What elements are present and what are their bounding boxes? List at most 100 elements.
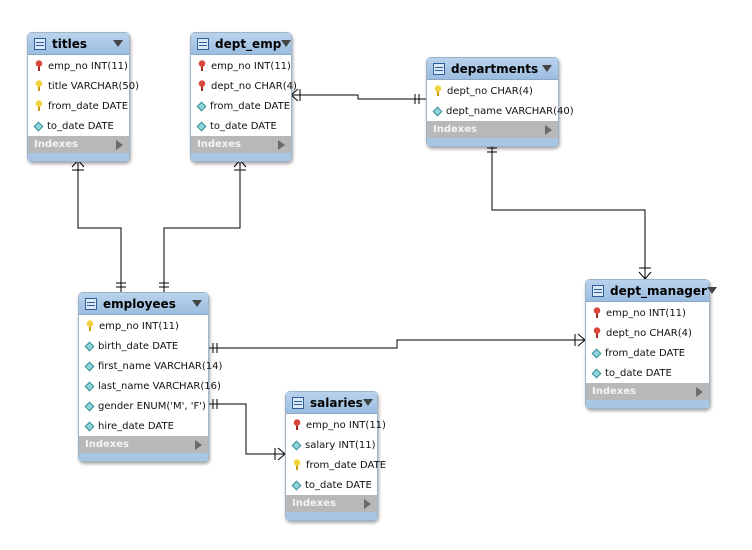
expand-arrow-icon[interactable] — [545, 124, 552, 135]
column-row[interactable]: emp_no INT(11) — [79, 316, 208, 336]
foreign-key-icon — [197, 60, 207, 72]
indexes-bar[interactable]: Indexes — [191, 136, 291, 153]
column-row[interactable]: from_date DATE — [286, 455, 386, 475]
rel-departments-deptmanager-one-mark — [487, 147, 497, 153]
column-diamond-icon — [196, 101, 207, 111]
column-diamond-icon — [196, 121, 207, 131]
column-row[interactable]: from_date DATE — [28, 96, 129, 116]
rel-departments-deptmanager — [491, 143, 646, 279]
column-row[interactable]: to_date DATE — [191, 116, 291, 136]
column-row[interactable]: birth_date DATE — [79, 336, 208, 356]
table-header[interactable]: dept_emp — [191, 33, 292, 55]
table-employees[interactable]: employees emp_no INT(11) birth_date DATE f… — [78, 292, 222, 462]
table-icon — [433, 62, 445, 75]
table-icon — [197, 37, 209, 50]
column-label: hire_date DATE — [98, 420, 174, 432]
table-departments[interactable]: departments dept_no CHAR(4)dept_name VAR… — [426, 57, 574, 147]
collapse-arrow-icon[interactable] — [542, 65, 552, 72]
column-list: emp_no INT(11) title VARCHAR(50) from_date… — [28, 55, 139, 136]
column-row[interactable]: emp_no INT(11) — [286, 415, 386, 435]
table-salaries[interactable]: salaries emp_no INT(11) salary INT(11) fro… — [285, 391, 386, 521]
expand-arrow-icon[interactable] — [195, 439, 202, 450]
column-label: from_date DATE — [605, 347, 686, 359]
column-row[interactable]: gender ENUM('M', 'F') — [79, 396, 208, 416]
table-name: employees — [103, 296, 176, 311]
table-header[interactable]: dept_manager — [586, 280, 717, 302]
collapse-arrow-icon[interactable] — [192, 300, 202, 307]
column-row[interactable]: dept_no CHAR(4) — [191, 76, 297, 96]
column-row[interactable]: emp_no INT(11) — [28, 56, 129, 76]
column-label: from_date DATE — [210, 100, 291, 112]
primary-key-icon — [85, 320, 95, 332]
column-list: dept_no CHAR(4)dept_name VARCHAR(40) — [427, 80, 574, 121]
table-dept-emp[interactable]: dept_emp emp_no INT(11) dept_no CHAR(4) fr… — [190, 32, 297, 162]
column-label: emp_no INT(11) — [99, 320, 179, 332]
rel-departments-deptemp — [290, 94, 426, 100]
table-header[interactable]: employees — [79, 293, 208, 315]
collapse-arrow-icon[interactable] — [113, 40, 123, 47]
expand-arrow-icon[interactable] — [278, 139, 285, 150]
indexes-bar[interactable]: Indexes — [28, 136, 129, 153]
column-label: birth_date DATE — [98, 340, 179, 352]
column-label: title VARCHAR(50) — [48, 80, 140, 92]
indexes-bar[interactable]: Indexes — [79, 436, 208, 453]
table-dept-manager[interactable]: dept_manager emp_no INT(11) dept_no CHAR(… — [585, 279, 717, 409]
table-name: dept_emp — [215, 36, 282, 51]
column-label: emp_no INT(11) — [211, 60, 291, 72]
column-row[interactable]: to_date DATE — [28, 116, 129, 136]
column-diamond-icon — [291, 440, 302, 450]
table-icon — [592, 284, 604, 297]
rel-departments-deptemp-one-mark — [414, 94, 420, 104]
indexes-label: Indexes — [85, 439, 129, 450]
expand-arrow-icon[interactable] — [116, 139, 123, 150]
column-row[interactable]: from_date DATE — [191, 96, 291, 116]
rel-employees-deptemp — [163, 160, 241, 292]
column-diamond-icon — [291, 480, 302, 490]
column-row[interactable]: title VARCHAR(50) — [28, 76, 139, 96]
rel-employees-titles — [77, 160, 122, 292]
table-header[interactable]: salaries — [286, 392, 377, 414]
column-label: emp_no INT(11) — [606, 307, 686, 319]
column-diamond-icon — [84, 381, 95, 391]
table-name: salaries — [310, 395, 363, 410]
column-row[interactable]: emp_no INT(11) — [191, 56, 291, 76]
foreign-key-icon — [34, 60, 44, 72]
table-header[interactable]: titles — [28, 33, 129, 55]
column-row[interactable]: salary INT(11) — [286, 435, 377, 455]
indexes-bar[interactable]: Indexes — [427, 121, 558, 138]
column-row[interactable]: from_date DATE — [586, 343, 709, 363]
collapse-arrow-icon[interactable] — [362, 399, 373, 406]
table-icon — [85, 297, 97, 310]
column-row[interactable]: dept_no CHAR(4) — [427, 81, 558, 101]
rel-employees-deptmanager-one-mark — [212, 343, 218, 353]
foreign-key-icon — [197, 80, 207, 92]
primary-key-icon — [433, 85, 443, 97]
table-header[interactable]: departments — [427, 58, 558, 80]
column-row[interactable]: to_date DATE — [286, 475, 377, 495]
indexes-bar[interactable]: Indexes — [286, 495, 377, 512]
collapse-arrow-icon[interactable] — [706, 287, 717, 294]
indexes-bar[interactable]: Indexes — [586, 383, 709, 400]
column-row[interactable]: to_date DATE — [586, 363, 709, 383]
collapse-arrow-icon[interactable] — [281, 40, 292, 47]
column-list: emp_no INT(11) birth_date DATE first_name … — [79, 315, 222, 436]
column-diamond-icon — [84, 341, 95, 351]
column-row[interactable]: hire_date DATE — [79, 416, 208, 436]
table-titles[interactable]: titles emp_no INT(11) title VARCHAR(50) fr… — [27, 32, 139, 162]
indexes-label: Indexes — [292, 498, 336, 509]
column-diamond-icon — [33, 121, 44, 131]
indexes-label: Indexes — [592, 386, 636, 397]
column-row[interactable]: first_name VARCHAR(14) — [79, 356, 222, 376]
column-label: emp_no INT(11) — [306, 419, 386, 431]
column-label: from_date DATE — [306, 459, 387, 471]
column-label: emp_no INT(11) — [48, 60, 128, 72]
expand-arrow-icon[interactable] — [696, 386, 703, 397]
column-row[interactable]: dept_no CHAR(4) — [586, 323, 709, 343]
column-row[interactable]: last_name VARCHAR(16) — [79, 376, 221, 396]
table-name: titles — [52, 36, 87, 51]
table-footer — [586, 400, 709, 408]
rel-employees-deptemp-one-mark — [159, 282, 169, 288]
column-row[interactable]: dept_name VARCHAR(40) — [427, 101, 574, 121]
column-row[interactable]: emp_no INT(11) — [586, 303, 709, 323]
expand-arrow-icon[interactable] — [364, 498, 371, 509]
